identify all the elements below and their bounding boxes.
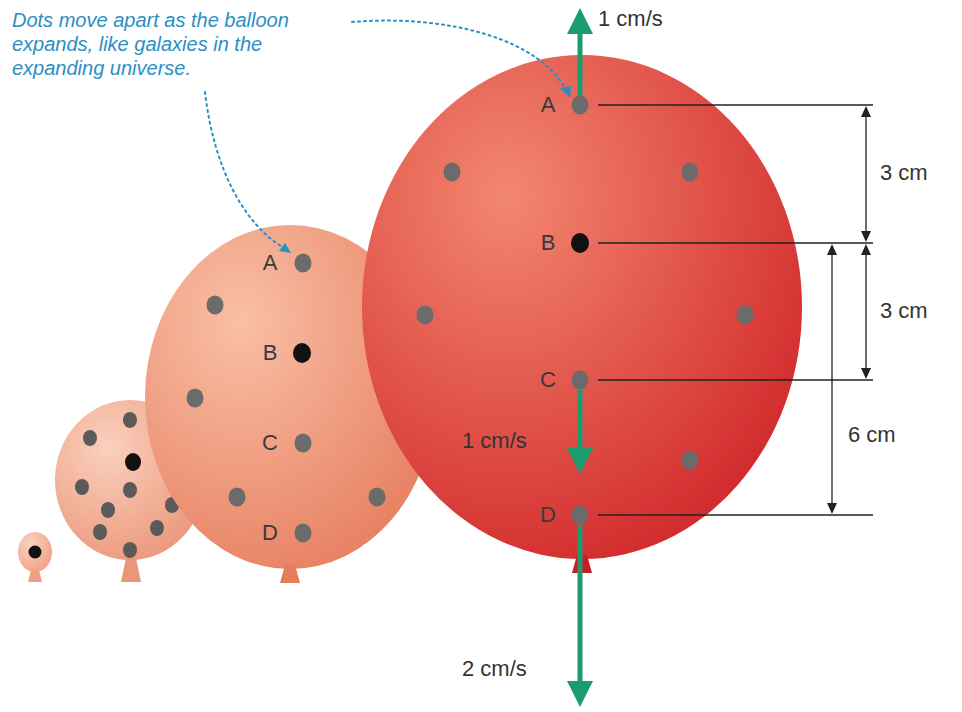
balloon-outline xyxy=(362,55,802,567)
balloon-outline-part xyxy=(682,163,699,182)
velocity-label: 1 cm/s xyxy=(598,6,663,31)
dimension-lines-part xyxy=(598,379,873,380)
leader-lines-part xyxy=(352,21,566,90)
balloon-outline-part xyxy=(229,488,246,507)
dimension-lines-part xyxy=(827,503,837,514)
green-arrows xyxy=(567,8,593,707)
balloon-outline-part xyxy=(295,254,312,273)
dimension-lines-part xyxy=(827,244,837,255)
balloon-outline-part xyxy=(572,371,589,390)
balloon-outline-part xyxy=(737,306,754,325)
balloon-outline-part xyxy=(682,451,699,470)
dot-label: D xyxy=(540,504,556,526)
velocity-label: 1 cm/s xyxy=(462,428,527,453)
balloon-outline-part xyxy=(572,506,589,525)
green-arrows-part xyxy=(578,525,583,684)
small-balloon-part xyxy=(93,524,107,540)
balloon-outline-part xyxy=(572,96,589,115)
dot-label: A xyxy=(263,252,278,274)
green-arrows-part xyxy=(578,390,583,450)
dimension-lines-part xyxy=(861,368,871,379)
small-balloon-part xyxy=(75,479,89,495)
balloon-outline-part xyxy=(362,55,802,559)
tiny-balloon xyxy=(18,532,52,582)
balloon-outline-part xyxy=(207,296,224,315)
balloon-outline-part xyxy=(293,343,311,363)
dimension-lines xyxy=(598,105,873,515)
balloon-outline-part xyxy=(417,306,434,325)
green-arrows-part xyxy=(578,30,583,96)
dot-label: B xyxy=(541,232,556,254)
balloon-outline-part xyxy=(280,565,300,583)
balloon-outline-part xyxy=(369,488,386,507)
tiny-balloon-part xyxy=(18,532,52,572)
velocity-label: 2 cm/s xyxy=(462,656,527,681)
dimension-label: 3 cm xyxy=(880,160,928,185)
dot-label: D xyxy=(262,522,278,544)
dimension-lines-part xyxy=(598,514,873,515)
balloon-outline-part xyxy=(444,163,461,182)
balloon-outline-part xyxy=(571,233,589,253)
dimension-label-box: 6 cm xyxy=(848,422,896,448)
dimension-label-box: 3 cm xyxy=(880,160,928,186)
dimension-lines-part xyxy=(598,104,873,105)
dimension-label: 3 cm xyxy=(880,298,928,323)
dimension-lines-part xyxy=(861,244,871,255)
velocity-label-box: 1 cm/s xyxy=(598,6,663,32)
dimension-label-box: 3 cm xyxy=(880,298,928,324)
balloon-outline-part xyxy=(187,389,204,408)
small-balloon-part xyxy=(123,542,137,558)
leader-heads xyxy=(279,86,571,253)
tiny-balloon-part xyxy=(29,546,42,559)
velocity-label-box: 2 cm/s xyxy=(462,656,527,682)
balloon-outline-part xyxy=(295,434,312,453)
dot-label: A xyxy=(541,94,556,116)
small-balloon-part xyxy=(83,430,97,446)
balloon-outline-part xyxy=(295,524,312,543)
balloon-outline-part xyxy=(572,555,592,573)
dimension-lines-part xyxy=(831,250,832,508)
leader-heads-part xyxy=(560,86,571,98)
small-balloon-part xyxy=(150,520,164,536)
dot-label: C xyxy=(540,369,556,391)
green-arrows-part xyxy=(567,8,593,34)
small-balloon-part xyxy=(101,502,115,518)
dimension-lines-part xyxy=(861,231,871,242)
leader-lines-part xyxy=(205,92,284,248)
dimension-lines-part xyxy=(598,242,873,243)
green-arrows-part xyxy=(567,448,593,474)
small-balloon-part xyxy=(125,453,141,471)
callout-note-box: Dots move apart as the balloon expands, … xyxy=(12,8,342,80)
small-balloon-part xyxy=(123,412,137,428)
dimension-lines-part xyxy=(865,250,866,373)
green-arrows-part xyxy=(567,681,593,707)
dot-label: B xyxy=(263,342,278,364)
leader-heads-part xyxy=(279,243,291,253)
dimension-label: 6 cm xyxy=(848,422,896,447)
dimension-lines-part xyxy=(861,106,871,117)
dimension-lines-part xyxy=(865,112,866,236)
small-balloon-part xyxy=(123,482,137,498)
dot-label: C xyxy=(262,432,278,454)
tiny-balloon-part xyxy=(28,570,42,582)
velocity-label-box: 1 cm/s xyxy=(462,428,527,454)
callout-note: Dots move apart as the balloon expands, … xyxy=(12,9,289,79)
balloon: A B C D xyxy=(362,55,802,567)
small-balloon-part xyxy=(121,558,141,582)
